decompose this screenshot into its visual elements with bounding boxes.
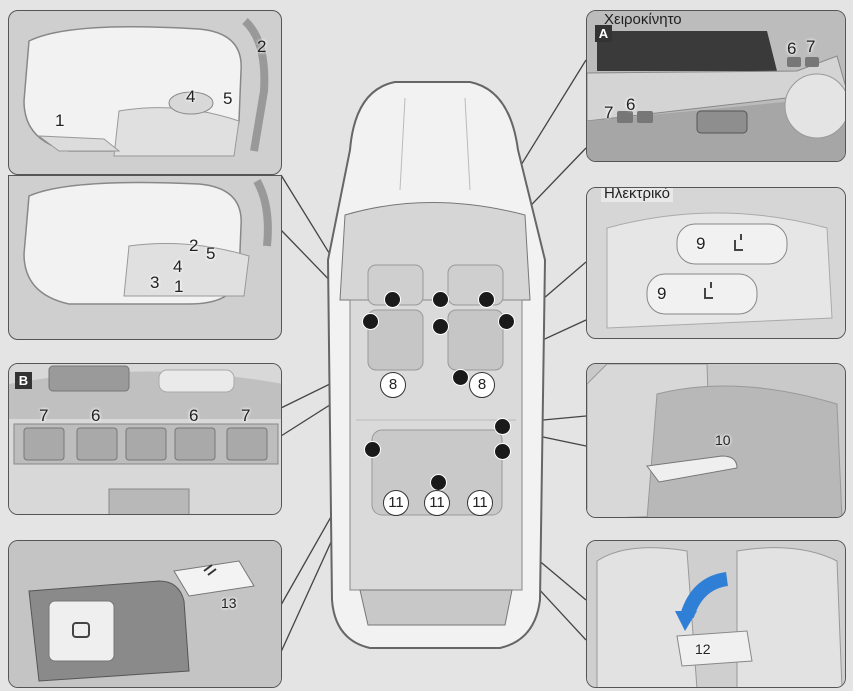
marker-dot bbox=[430, 474, 447, 491]
rear-recline-panel: 12 bbox=[586, 540, 846, 688]
label-2: 2 bbox=[189, 236, 198, 256]
car-label-11-center: 11 bbox=[424, 490, 450, 516]
label-6: 6 bbox=[91, 406, 100, 426]
label-7: 7 bbox=[39, 406, 48, 426]
label-5: 5 bbox=[223, 89, 232, 109]
label-4: 4 bbox=[173, 257, 182, 277]
power-switch-panel: Ηλεκτρικό 9 9 bbox=[586, 187, 846, 339]
car-label-8-right: 8 bbox=[469, 372, 495, 398]
marker-dot bbox=[452, 369, 469, 386]
marker-dot bbox=[498, 313, 515, 330]
marker-dot bbox=[494, 418, 511, 435]
rear-lever-panel: 10 bbox=[586, 363, 846, 518]
label-7: 7 bbox=[806, 37, 815, 57]
label-3: 3 bbox=[150, 273, 159, 293]
marker-dot bbox=[364, 441, 381, 458]
label-1: 1 bbox=[55, 111, 64, 131]
label-12: 12 bbox=[695, 641, 711, 657]
badge-b: B bbox=[15, 372, 32, 389]
label-6: 6 bbox=[787, 39, 796, 59]
label-7: 7 bbox=[241, 406, 250, 426]
label-2: 2 bbox=[257, 37, 266, 57]
marker-dot bbox=[362, 313, 379, 330]
car-label-8-left: 8 bbox=[380, 372, 406, 398]
marker-dot bbox=[432, 291, 449, 308]
label-6: 6 bbox=[626, 95, 635, 115]
console-b-panel: B 7 6 6 7 bbox=[8, 363, 282, 515]
label-13: 13 bbox=[221, 595, 237, 611]
console-a-panel: A Χειροκίνητο 6 7 7 6 bbox=[586, 10, 846, 162]
label-10: 10 bbox=[715, 432, 731, 448]
power-caption: Ηλεκτρικό bbox=[601, 187, 673, 202]
label-9: 9 bbox=[657, 284, 666, 304]
marker-dot bbox=[478, 291, 495, 308]
marker-dot bbox=[494, 443, 511, 460]
label-6: 6 bbox=[189, 406, 198, 426]
label-5: 5 bbox=[206, 244, 215, 264]
manual-caption: Χειροκίνητο bbox=[601, 11, 685, 28]
label-1: 1 bbox=[174, 277, 183, 297]
label-7: 7 bbox=[604, 103, 613, 123]
manual-seat-panel: 1 2 4 5 bbox=[8, 10, 282, 175]
car-label-11-right: 11 bbox=[467, 490, 493, 516]
marker-dot bbox=[432, 318, 449, 335]
label-4: 4 bbox=[186, 87, 195, 107]
door-switch-panel: 13 bbox=[8, 540, 282, 688]
car-label-11-left: 11 bbox=[383, 490, 409, 516]
marker-dot bbox=[384, 291, 401, 308]
power-seat-panel: 1 2 3 4 5 bbox=[8, 175, 282, 340]
label-9: 9 bbox=[696, 234, 705, 254]
